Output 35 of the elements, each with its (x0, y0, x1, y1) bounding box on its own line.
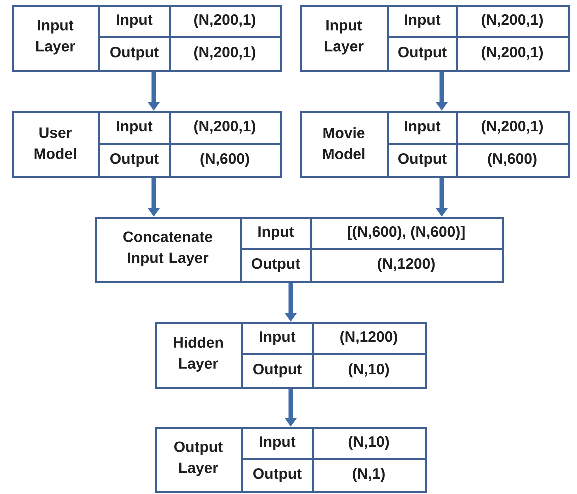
shape-value: (N,1) (353, 468, 385, 482)
shape-value: (N,200,1) (482, 14, 544, 28)
shape-value: (N,200,1) (194, 14, 256, 28)
row-label: Output (252, 258, 300, 272)
row-label: Input (260, 436, 296, 450)
row-label: Output (398, 154, 447, 168)
shape-value: [(N,600), (N,600)] (348, 226, 465, 240)
shape-value: (N,600) (488, 153, 537, 168)
row-label: Input (405, 121, 441, 135)
layer-name: Concatenate Input Layer (124, 232, 212, 266)
row-label: Output (110, 47, 159, 61)
row-label: Output (254, 364, 302, 378)
row-label: Output (110, 154, 159, 168)
shape-value: (N,1200) (340, 331, 398, 346)
shape-value: (N,200,1) (194, 46, 256, 61)
layer-name: Hidden Layer (174, 337, 223, 372)
layer-name: Input Layer (325, 20, 364, 55)
row-label: Output (254, 468, 302, 482)
shape-value: (N,200,1) (194, 120, 256, 135)
row-label: Input (117, 121, 153, 135)
row-label: Input (117, 14, 153, 28)
shape-value: (N,1200) (378, 258, 435, 272)
row-label: Output (398, 47, 447, 61)
layer-name: User Model (34, 128, 76, 160)
shape-value: (N,600) (200, 153, 250, 168)
row-label: Input (260, 332, 296, 346)
shape-value: (N,10) (348, 436, 390, 450)
row-label: Input (258, 226, 294, 240)
shape-value: (N,200,1) (482, 120, 544, 135)
layer-name: Output Layer (174, 442, 223, 476)
layer-name: Input Layer (36, 20, 76, 55)
shape-value: (N,200,1) (482, 46, 544, 61)
row-label: Input (405, 14, 441, 28)
layer-name: Movie Model (323, 127, 365, 160)
shape-value: (N,10) (348, 364, 390, 378)
